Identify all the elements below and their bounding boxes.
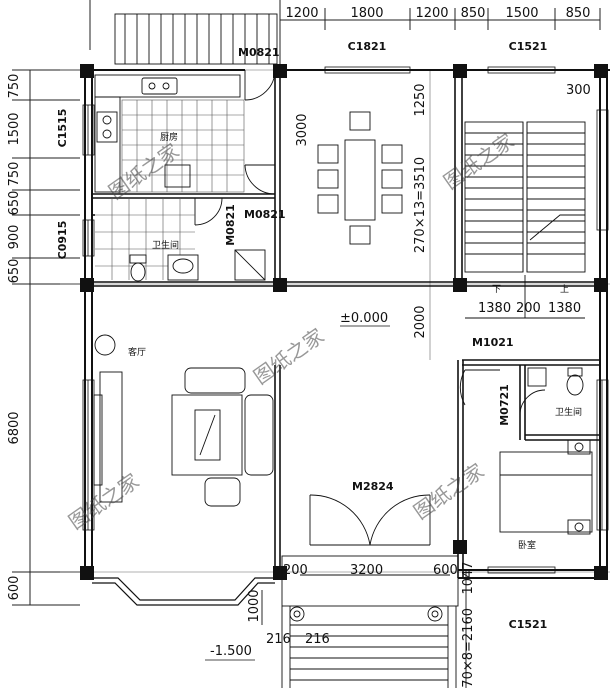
dim-top-850-a: 850 xyxy=(461,6,486,21)
kitchen-tiles xyxy=(121,99,245,193)
level-floor: ±0.000 xyxy=(340,311,388,326)
porch-dim-steps: 270×8=2160 xyxy=(461,608,476,688)
dim-left-750-b: 750 xyxy=(7,162,22,187)
columns xyxy=(80,64,608,580)
bath2-fixtures xyxy=(527,367,584,396)
level-outdoor: -1.500 xyxy=(210,644,252,659)
room-label-bedroom: 卧室 xyxy=(518,539,536,551)
porch-dim-3200: 3200 xyxy=(350,563,383,578)
watermark-3: 图纸之家 xyxy=(249,324,328,390)
window-label-c0915: C0915 xyxy=(56,221,69,260)
dim-top-1800: 1800 xyxy=(350,6,383,21)
left-dimension-lines xyxy=(12,69,80,606)
staircase xyxy=(464,121,586,319)
dim-left-1500: 1500 xyxy=(7,112,22,145)
stair-dim-2000: 2000 xyxy=(413,305,428,338)
dim-left-6800: 6800 xyxy=(7,411,22,444)
porch-dim-216-a: 216 xyxy=(266,632,291,647)
stair-dim-1380-b: 1380 xyxy=(548,301,581,316)
kitchen-counter xyxy=(94,74,241,193)
dim-left-900: 900 xyxy=(7,225,22,250)
bedroom-furniture xyxy=(499,439,593,535)
stair-dim-1380-a: 1380 xyxy=(478,301,511,316)
stair-dim-200: 200 xyxy=(516,301,541,316)
stair-label-up: 上 xyxy=(560,284,569,295)
dim-left-600: 600 xyxy=(7,576,22,601)
doors xyxy=(194,69,546,546)
watermark-4: 图纸之家 xyxy=(64,469,143,535)
door-label-m0821-mid: M0821 xyxy=(244,208,286,221)
porch-dim-200: 200 xyxy=(283,563,308,578)
window-label-c1521-top: C1521 xyxy=(509,40,548,53)
stair-dim-3000: 3000 xyxy=(295,113,310,146)
dim-top-850-b: 850 xyxy=(566,6,591,21)
porch-dim-600: 600 xyxy=(433,563,458,578)
stair-dim-1250: 1250 xyxy=(413,83,428,116)
stair-label-down: 下 xyxy=(492,285,501,295)
room-label-living: 客厅 xyxy=(128,346,146,358)
living-furniture xyxy=(93,334,274,507)
dim-left-750-a: 750 xyxy=(7,74,22,99)
dim-top-1200-b: 1200 xyxy=(415,6,448,21)
door-label-m2824: M2824 xyxy=(352,480,394,493)
watermark-2: 图纸之家 xyxy=(439,129,518,195)
door-label-m1021: M1021 xyxy=(472,336,514,349)
room-label-kitchen: 厨房 xyxy=(160,131,178,143)
porch-dim-1000: 1000 xyxy=(247,589,262,622)
top-balcony xyxy=(114,13,278,65)
window-label-c1521-bottom: C1521 xyxy=(509,618,548,631)
watermark-5: 图纸之家 xyxy=(409,459,488,525)
dining-table xyxy=(317,111,403,245)
door-label-m0721: M0721 xyxy=(498,384,511,426)
room-label-bath1: 卫生间 xyxy=(152,239,179,251)
window-label-c1515: C1515 xyxy=(56,109,69,148)
stair-dim-steps: 270×13=3510 xyxy=(413,157,428,253)
window-label-c1821: C1821 xyxy=(348,40,387,53)
stair-dim-300: 300 xyxy=(566,83,591,98)
windows xyxy=(82,66,609,574)
porch xyxy=(261,555,467,688)
dim-top-1200-a: 1200 xyxy=(285,6,318,21)
door-label-m0821-side: M0821 xyxy=(224,204,237,246)
door-label-m0821-top: M0821 xyxy=(238,46,280,59)
porch-dim-1047: 1047 xyxy=(461,561,476,594)
room-label-bath2: 卫生间 xyxy=(555,406,582,418)
dim-top-1500: 1500 xyxy=(505,6,538,21)
interior-walls xyxy=(92,70,600,578)
bath1-fixtures xyxy=(129,249,266,282)
dim-left-650-b: 650 xyxy=(7,259,22,284)
dim-left-650-a: 650 xyxy=(7,191,22,216)
bay-window xyxy=(92,577,275,606)
porch-dim-216-b: 216 xyxy=(305,632,330,647)
top-dimension-lines xyxy=(89,0,601,66)
